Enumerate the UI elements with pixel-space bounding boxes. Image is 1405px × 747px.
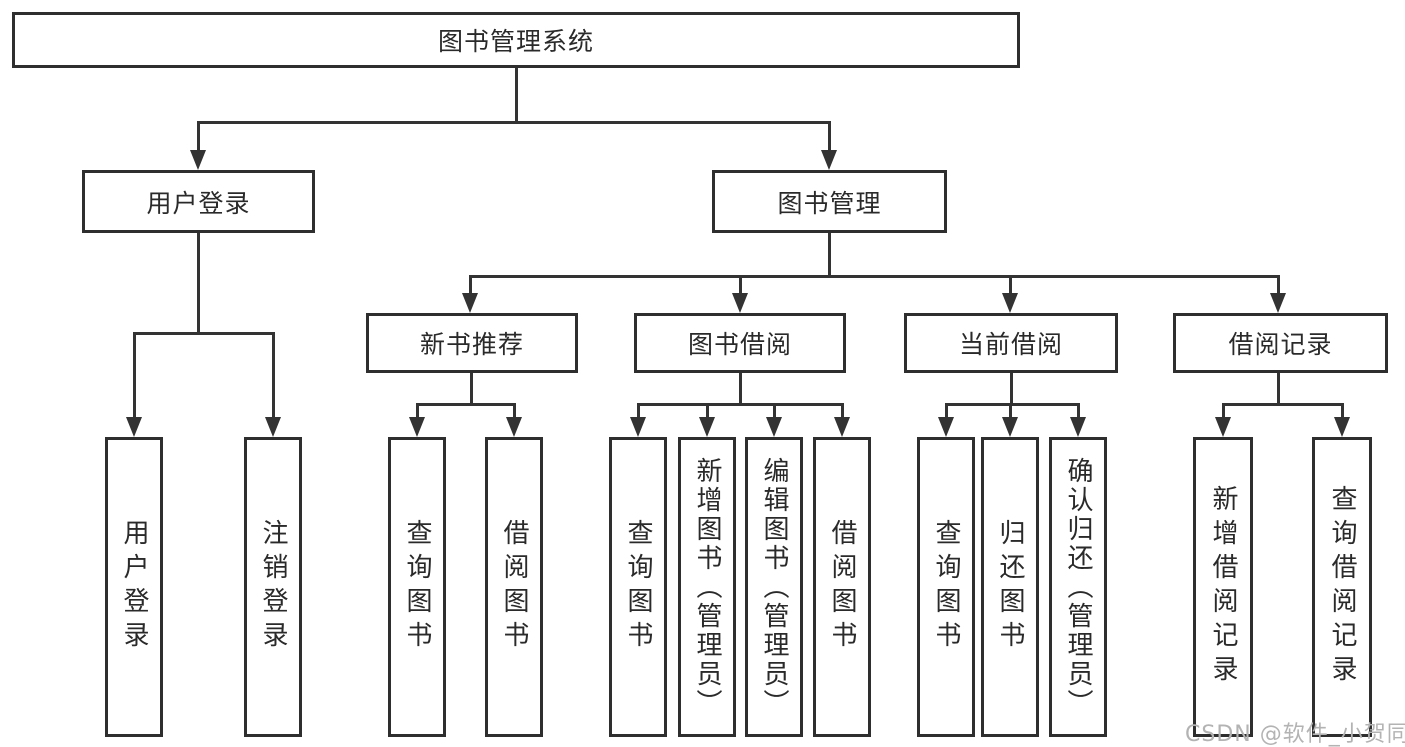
connector-line bbox=[1009, 275, 1012, 295]
arrowhead-down-icon bbox=[1334, 417, 1350, 437]
leaf-logout: 注销登录 bbox=[244, 437, 302, 737]
leaf-label: 查询图书 bbox=[402, 519, 432, 655]
arrowhead-down-icon bbox=[1215, 417, 1231, 437]
connector-line bbox=[1222, 403, 1225, 419]
connector-line bbox=[469, 275, 1280, 278]
arrowhead-down-icon bbox=[1002, 293, 1018, 313]
leaf-confirm-return-admin: 确认归还（管理员） bbox=[1049, 437, 1107, 737]
leaf-query-books-recommend: 查询图书 bbox=[388, 437, 446, 737]
arrowhead-down-icon bbox=[1002, 417, 1018, 437]
connector-line bbox=[1341, 403, 1344, 419]
connector-line bbox=[739, 373, 742, 406]
connector-line bbox=[945, 403, 1079, 406]
arrowhead-down-icon bbox=[699, 417, 715, 437]
connector-line bbox=[469, 275, 472, 295]
leaf-borrow-books-recommend: 借阅图书 bbox=[485, 437, 543, 737]
leaf-edit-book-admin: 编辑图书（管理员） bbox=[745, 437, 803, 737]
leaf-label: 查询图书 bbox=[931, 519, 961, 655]
node-book-borrowing: 图书借阅 bbox=[634, 313, 846, 373]
connector-line bbox=[739, 275, 742, 295]
connector-line bbox=[416, 403, 419, 419]
connector-line bbox=[1277, 373, 1280, 406]
node-book-management-branch: 图书管理 bbox=[712, 170, 947, 233]
arrowhead-down-icon bbox=[630, 417, 646, 437]
arrowhead-down-icon bbox=[1270, 293, 1286, 313]
connector-line bbox=[773, 403, 776, 419]
arrowhead-down-icon bbox=[409, 417, 425, 437]
connector-line bbox=[706, 403, 709, 419]
connector-line bbox=[470, 373, 473, 406]
arrowhead-down-icon bbox=[766, 417, 782, 437]
arrowhead-down-icon bbox=[732, 293, 748, 313]
arrowhead-down-icon bbox=[821, 150, 837, 170]
leaf-label: 借阅图书 bbox=[827, 519, 857, 655]
connector-line bbox=[272, 332, 275, 418]
leaf-label: 确认归还（管理员） bbox=[1063, 456, 1093, 718]
leaf-borrow-books-borrowing: 借阅图书 bbox=[813, 437, 871, 737]
leaf-add-borrow-record: 新增借阅记录 bbox=[1193, 437, 1253, 737]
node-user-login-branch: 用户登录 bbox=[82, 170, 315, 233]
connector-line bbox=[515, 68, 518, 124]
node-root-system: 图书管理系统 bbox=[12, 12, 1020, 68]
leaf-label: 注销登录 bbox=[258, 519, 288, 655]
connector-line bbox=[197, 233, 200, 335]
connector-line bbox=[828, 121, 831, 152]
leaf-query-books-current: 查询图书 bbox=[917, 437, 975, 737]
leaf-query-borrow-record: 查询借阅记录 bbox=[1312, 437, 1372, 737]
connector-line bbox=[1222, 403, 1344, 406]
csdn-watermark: CSDN @软件_小贺同学 bbox=[1185, 722, 1405, 747]
arrowhead-down-icon bbox=[462, 293, 478, 313]
leaf-return-books: 归还图书 bbox=[981, 437, 1039, 737]
node-new-book-recommend: 新书推荐 bbox=[366, 313, 578, 373]
connector-line bbox=[637, 403, 843, 406]
leaf-label: 用户登录 bbox=[119, 519, 149, 655]
leaf-add-book-admin: 新增图书（管理员） bbox=[678, 437, 736, 737]
connector-line bbox=[1010, 373, 1013, 406]
arrowhead-down-icon bbox=[190, 150, 206, 170]
connector-line bbox=[197, 121, 200, 152]
connector-line bbox=[197, 121, 831, 124]
connector-line bbox=[841, 403, 844, 419]
leaf-query-books-borrowing: 查询图书 bbox=[609, 437, 667, 737]
leaf-label: 借阅图书 bbox=[499, 519, 529, 655]
leaf-label: 查询借阅记录 bbox=[1327, 485, 1357, 689]
connector-line bbox=[637, 403, 640, 419]
leaf-label: 归还图书 bbox=[995, 519, 1025, 655]
connector-line bbox=[1077, 403, 1080, 419]
arrowhead-down-icon bbox=[506, 417, 522, 437]
connector-line bbox=[1009, 403, 1012, 419]
node-borrowing-records: 借阅记录 bbox=[1173, 313, 1388, 373]
leaf-label: 查询图书 bbox=[623, 519, 653, 655]
connector-line bbox=[1277, 275, 1280, 295]
arrowhead-down-icon bbox=[834, 417, 850, 437]
connector-line bbox=[133, 332, 275, 335]
leaf-label: 编辑图书（管理员） bbox=[759, 456, 789, 718]
connector-line bbox=[416, 403, 516, 406]
node-current-borrowing: 当前借阅 bbox=[904, 313, 1118, 373]
arrowhead-down-icon bbox=[938, 417, 954, 437]
connector-line bbox=[828, 233, 831, 278]
leaf-label: 新增借阅记录 bbox=[1208, 485, 1238, 689]
arrowhead-down-icon bbox=[126, 417, 142, 437]
arrowhead-down-icon bbox=[1070, 417, 1086, 437]
connector-line bbox=[945, 403, 948, 419]
arrowhead-down-icon bbox=[265, 417, 281, 437]
connector-line bbox=[513, 403, 516, 419]
connector-line bbox=[133, 332, 136, 418]
leaf-label: 新增图书（管理员） bbox=[692, 456, 722, 718]
leaf-user-login: 用户登录 bbox=[105, 437, 163, 737]
